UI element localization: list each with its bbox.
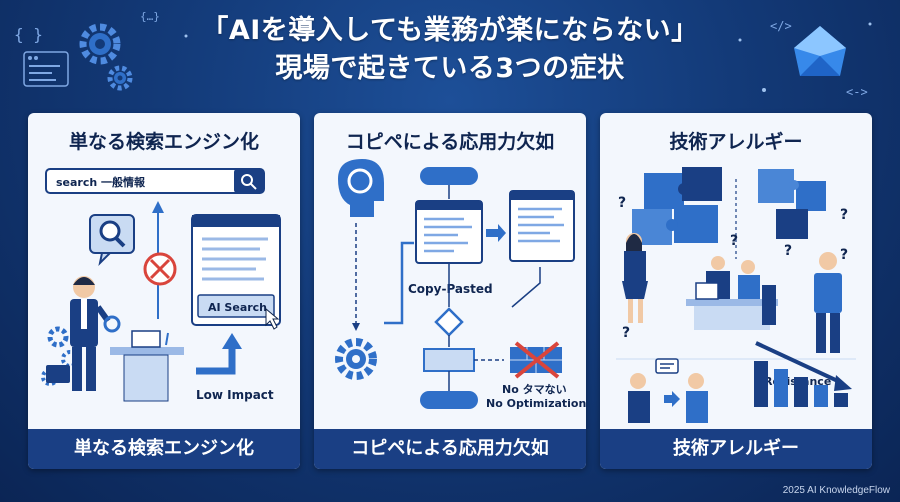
man-thinking-figure [814,252,842,353]
ai-search-label: AI Search [208,301,267,314]
desk-workers [686,256,778,330]
ai-search-window: AI Search [191,214,281,330]
code-window-icon [23,51,69,87]
gear-icon [79,23,121,65]
panel-title: 単なる検索エンジン化 [68,131,259,153]
flow-start-node [420,167,478,185]
brick-wall-icon [510,341,562,379]
question-icon: ??? ??? [618,195,848,341]
code-tag-icon: </> [770,19,792,33]
code-window-icon [509,190,575,262]
code-bracket-icon: { } {…} [14,10,160,44]
panel-footer: 技術アレルギー [600,429,872,469]
magnifier-bubble-icon [89,214,135,267]
blocked-icon [143,252,177,286]
panel-footer: 単なる検索エンジン化 [28,429,300,469]
search-input: search 一般情報 [56,175,146,189]
cursor-icon [265,307,280,330]
flow-end-node [420,391,478,409]
puzzle-icon [632,167,722,245]
businessman-figure [46,276,121,391]
panel-illustration: Copy-Pasted No タマない No Optimization [335,159,586,410]
ai-head-icon [338,159,384,217]
panel-title: 技術アレルギー [669,131,803,153]
svg-text:{…}: {…} [140,10,160,23]
panel-search-engine: 単なる検索エンジン化 search 一般情報 [28,113,300,469]
woman-figure [622,233,648,323]
code-window-icon [415,200,483,264]
svg-text:?: ? [730,233,738,249]
two-people-figure [628,373,708,423]
decision-node [434,307,464,337]
impact-label: Low Impact [196,388,274,402]
background-decor: { } {…} </> <-> [14,10,872,99]
panel-footer: コピペによる応用力欠如 [314,429,586,469]
title-line-1: 「AIを導入しても業務が楽にならない」 [201,15,699,46]
svg-text:?: ? [622,325,630,341]
arrow-right-icon [486,224,506,242]
copy-label: Copy-Pasted [408,282,493,296]
no-label-2: No Optimization [486,397,586,410]
down-trend-chart-icon [754,341,852,407]
panel-copy-paste: コピペによる応用力欠如 Copy-Past [314,113,586,469]
puzzle-icon [758,169,826,239]
svg-text:?: ? [840,207,848,223]
sparkle-decor [184,22,872,92]
panel-illustration: search 一般情報 [41,168,281,402]
copyright-text: 2025 AI KnowledgeFlow [782,485,890,496]
title-line-2: 現場で起きている3つの症状 [275,53,625,84]
process-node [423,348,475,372]
gear-icon [335,338,377,380]
crystal-icon [794,26,846,76]
magnifier-icon [241,174,257,190]
svg-text:{ }: { } [14,25,43,44]
chat-bubble-icon [655,358,679,374]
desk-laptop [110,330,184,402]
panel-title: コピペによる応用力欠如 [345,131,555,153]
panel-illustration: ??? ??? [616,167,856,423]
svg-text:?: ? [840,247,848,263]
up-arrow-icon [196,333,242,375]
panel-tech-allergy: 技術アレルギー ??? ??? [600,113,872,469]
svg-text:?: ? [618,195,626,211]
svg-text:?: ? [784,243,792,259]
gear-icon [107,65,133,91]
code-tag-icon: <-> [846,85,868,99]
header-title: 「AIを導入しても業務が楽にならない」 現場で起きている3つの症状 [0,12,900,88]
no-label-1: No タマない [502,383,567,396]
search-bar: search 一般情報 [45,168,265,194]
